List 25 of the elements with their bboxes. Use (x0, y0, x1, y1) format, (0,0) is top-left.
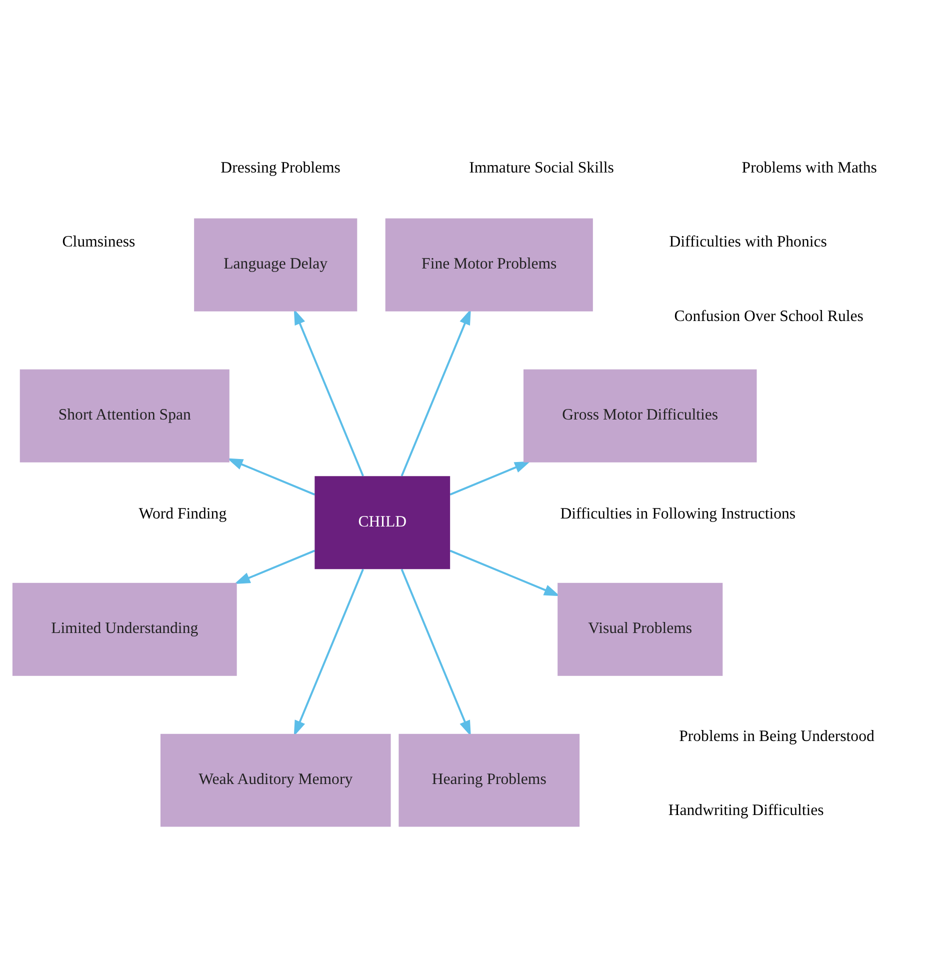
node-box: Fine Motor Problems (385, 218, 593, 311)
label: Dressing Problems (220, 159, 340, 176)
node-box: Language Delay (194, 218, 358, 311)
node-box: Visual Problems (558, 582, 723, 676)
arrow (227, 458, 316, 495)
node-box: Limited Understanding (12, 582, 237, 676)
label: Difficulties in Following Instructions (560, 504, 796, 522)
label: Problems with Maths (742, 159, 877, 176)
node-box: Weak Auditory Memory (160, 733, 391, 826)
arrow (234, 549, 316, 584)
label: Immature Social Skills (469, 159, 614, 176)
label: Handwriting Difficulties (668, 801, 824, 818)
node-box: Gross Motor Difficulties (523, 368, 757, 462)
label: Problems in Being Understood (679, 727, 874, 744)
label: Difficulties with Phonics (669, 233, 827, 250)
arrow (450, 460, 531, 495)
label: Confusion Over School Rules (674, 307, 864, 324)
arrow (294, 568, 364, 736)
node-box: Hearing Problems (398, 733, 580, 826)
arrow (400, 568, 471, 736)
label: Word Finding (138, 504, 227, 522)
node-box: CHILD (314, 476, 450, 569)
node-box: Short Attention Span (20, 368, 230, 462)
label: Clumsiness (62, 233, 136, 250)
arrow (450, 549, 560, 596)
